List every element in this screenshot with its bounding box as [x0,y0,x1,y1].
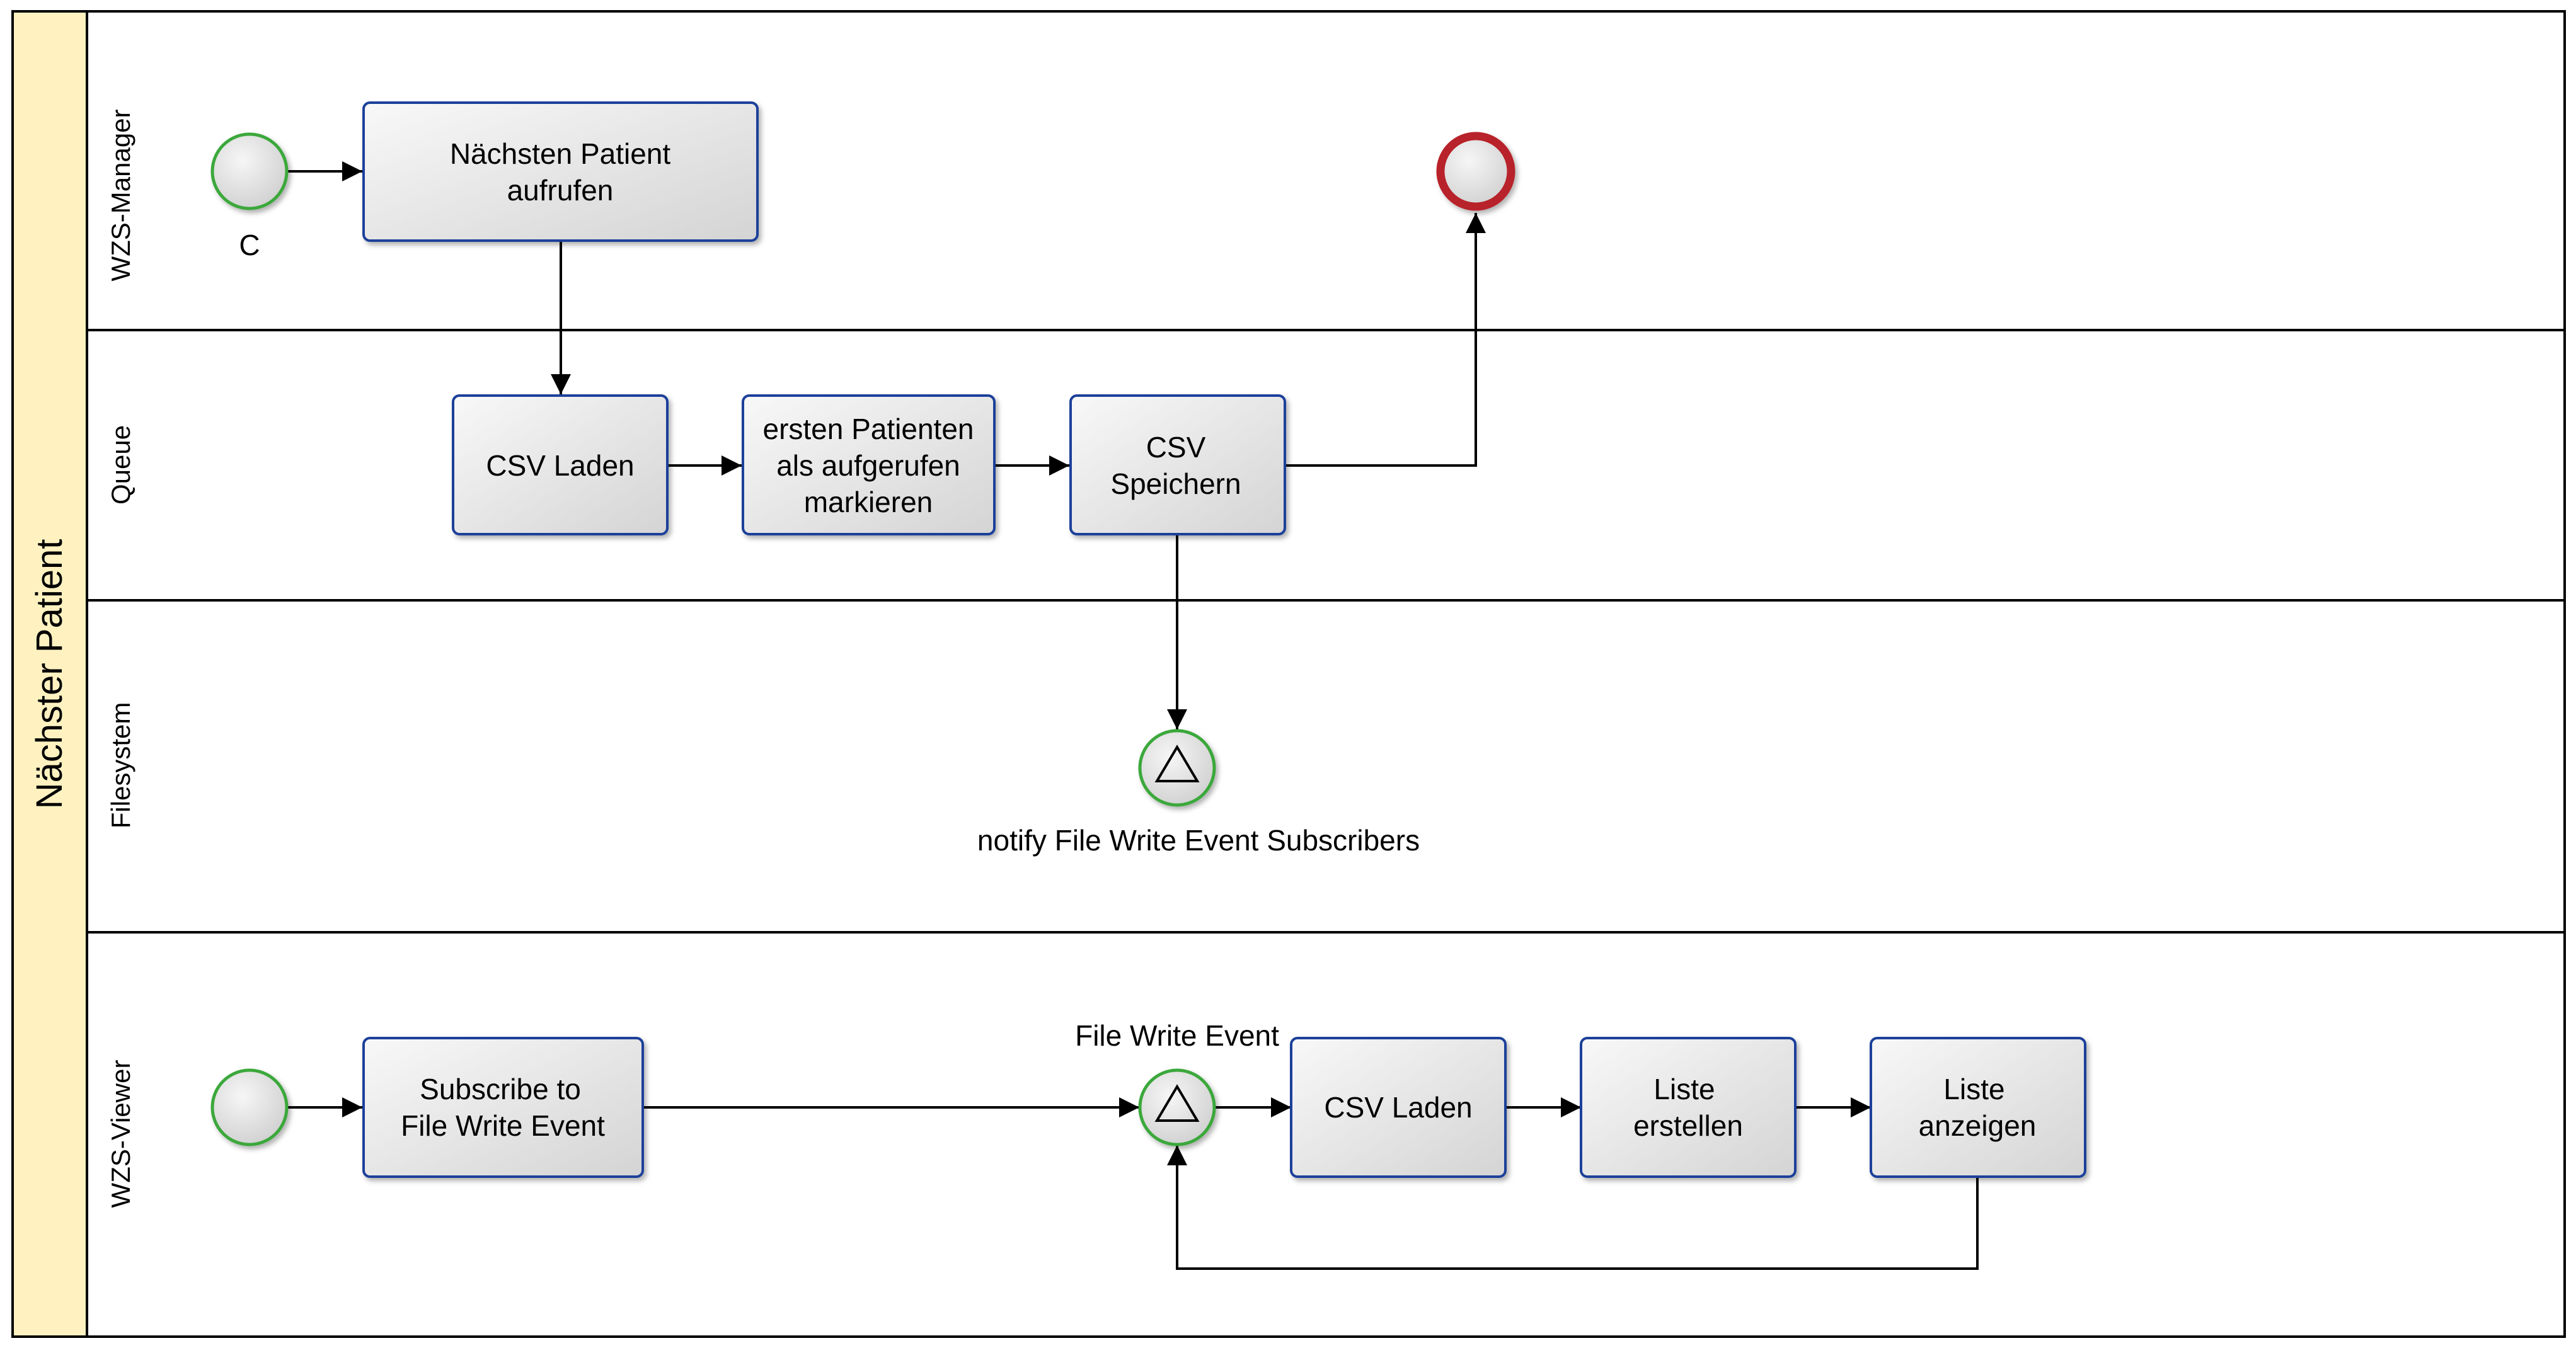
task-label: Subscribe to [420,1073,581,1105]
signal-throw-event[interactable] [1138,729,1216,807]
signal-triangle-icon [1154,745,1200,782]
task-csv-speichern[interactable]: CSV Speichern [1069,394,1286,535]
task-csv-laden-queue[interactable]: CSV Laden [452,394,669,535]
task-label: Liste [1653,1073,1715,1105]
task-label: CSV Laden [1324,1091,1472,1124]
start-event-viewer[interactable] [210,1068,289,1146]
signal-catch-label: File Write Event [1075,1019,1279,1052]
task-label: CSV [1146,431,1206,464]
task-liste-anzeigen[interactable]: Liste anzeigen [1870,1037,2086,1178]
task-label: ersten Patienten [762,413,974,445]
task-label: Speichern [1110,467,1241,500]
sequence-flows [287,161,1979,1270]
events: C notify File Write Event Subscribers Fi… [210,132,1515,1146]
pool-header [11,10,88,1338]
task-ersten-patienten[interactable]: ersten Patienten als aufgerufen markiere… [742,394,996,535]
task-label: CSV Laden [486,449,634,482]
lane-title-wzs-manager: WZS-Manager [106,109,135,281]
task-csv-laden-viewer[interactable]: CSV Laden [1290,1037,1507,1178]
task-label: anzeigen [1919,1109,2037,1142]
start-event-manager[interactable] [210,132,289,210]
task-label: File Write Event [401,1109,605,1142]
lane-dividers [86,11,2565,1337]
task-naechsten-patient[interactable]: Nächsten Patient aufrufen [362,101,759,242]
task-liste-erstellen[interactable]: Liste erstellen [1580,1037,1797,1178]
signal-throw-label: notify File Write Event Subscribers [977,824,1420,857]
task-label: aufrufen [507,174,614,207]
signal-triangle-icon [1154,1084,1200,1122]
task-label: markieren [804,486,933,518]
flow-speichern-to-end [1285,213,1486,467]
pool-title: Nächster Patient [29,539,70,809]
lane-title-wzs-viewer: WZS-Viewer [106,1060,135,1208]
tasks: Nächsten Patient aufrufen CSV Laden erst… [362,101,2086,1178]
lane-title-queue: Queue [106,425,135,505]
task-label: Liste [1943,1073,2004,1105]
start-event-label: C [239,229,260,261]
signal-catch-event[interactable] [1138,1068,1216,1146]
task-label: als aufgerufen [776,449,960,482]
task-label: Nächsten Patient [450,137,671,170]
task-subscribe[interactable]: Subscribe to File Write Event [362,1037,644,1178]
flow-anzeigen-loop-to-catch [1167,1145,1979,1270]
lane-title-filesystem: Filesystem [106,702,135,829]
end-event-manager[interactable] [1436,132,1515,211]
task-label: erstellen [1633,1109,1743,1142]
